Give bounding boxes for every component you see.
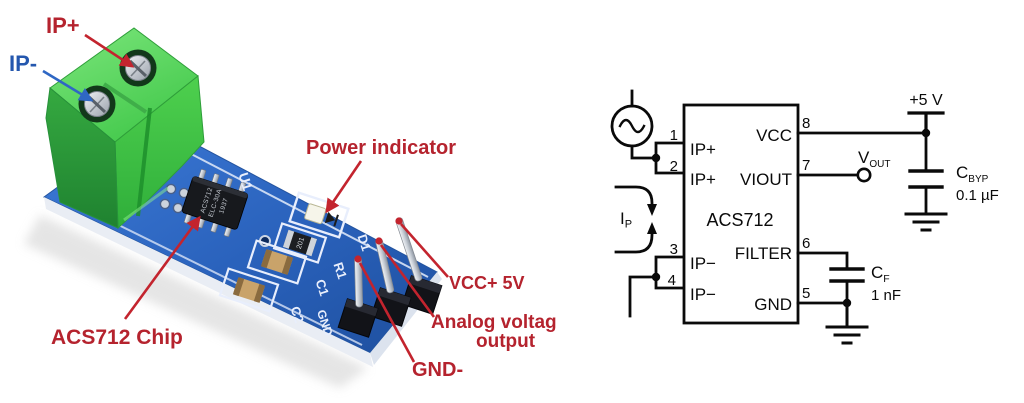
cbyp-value: 0.1 µF	[956, 187, 999, 204]
schematic-chip-name: ACS712	[706, 210, 773, 230]
ip-current-arrows	[614, 185, 657, 254]
dot-vcc-pin	[395, 217, 403, 225]
terminal-top-groove	[102, 82, 148, 114]
label-analog-output-1: Analog voltag	[431, 312, 557, 333]
capacitor-c1	[246, 239, 308, 285]
pin-label-ip-minus-3: IP−	[690, 254, 716, 273]
silkscreen-d1: D1	[355, 232, 374, 252]
ip-current-label: IP	[620, 209, 632, 231]
supply-rail	[907, 111, 945, 135]
label-ip-minus: IP-	[9, 51, 37, 76]
capacitor-cf-symbol	[829, 267, 865, 305]
pin-label-gnd: GND	[754, 295, 792, 314]
pin-label-ip-plus-1: IP+	[690, 140, 716, 159]
wire-pins-3-4	[654, 255, 686, 290]
cf-value: 1 nF	[871, 287, 901, 304]
pin-label-ip-minus-4: IP−	[690, 285, 716, 304]
silkscreen-r1: R1	[331, 260, 350, 280]
screw-ip-minus	[78, 85, 116, 123]
wire-return	[628, 275, 658, 318]
resistor-code: 201	[296, 237, 306, 250]
pin-header	[337, 217, 443, 338]
line-gnd	[358, 262, 416, 363]
silkscreen-u1: U1	[235, 170, 256, 192]
pcb-edge-bottom	[44, 197, 373, 367]
label-gnd: GND-	[412, 359, 463, 381]
silkscreen-c1: C1	[313, 277, 332, 297]
pin-label-viout: VIOUT	[740, 170, 792, 189]
pin-number-8: 8	[802, 115, 810, 132]
pin-number-6: 6	[802, 235, 810, 252]
module-photo-panel: ACS712 ELC-30A 1937 U1 201	[9, 13, 557, 388]
wire-filter	[796, 251, 849, 271]
cf-label: CF	[871, 263, 890, 285]
vout-label: VOUT	[858, 148, 890, 170]
supply-label: +5 V	[909, 92, 943, 109]
pin-number-5: 5	[802, 285, 810, 302]
line-analog-output	[379, 244, 436, 318]
board-shadow	[24, 215, 368, 388]
screw-ip-plus	[119, 49, 157, 87]
power-led	[288, 191, 350, 239]
terminal-front-highlight	[123, 186, 169, 222]
pin-label-vcc: VCC	[756, 126, 792, 145]
ground-symbol	[825, 301, 869, 345]
arrow-acs712-chip	[123, 215, 201, 320]
arrow-ip-minus	[42, 69, 94, 102]
pin-label-filter: FILTER	[735, 244, 792, 263]
capacitor-cbyp-symbol	[904, 131, 948, 232]
dot-gnd-pin	[354, 255, 362, 263]
label-vcc-5v: VCC+ 5V	[449, 273, 525, 293]
chip-marking-3: 1937	[218, 197, 230, 214]
pin-number-1: 1	[670, 127, 678, 144]
cbyp-label: CBYP	[956, 163, 989, 185]
arrow-ip-plus	[84, 33, 135, 68]
label-acs712-chip: ACS712 Chip	[51, 326, 183, 349]
label-ip-plus: IP+	[46, 13, 80, 38]
arrow-power-indicator	[325, 160, 363, 214]
pin-number-4: 4	[668, 272, 676, 289]
application-schematic-panel: IP ACS712 1 2 3 4 IP+ IP+ IP− IP− 8 7 6 …	[610, 89, 999, 345]
silkscreen-c2: C2	[288, 304, 307, 324]
ac-source-symbol	[610, 89, 656, 160]
label-analog-output-2: output	[476, 331, 536, 352]
vout-terminal	[856, 167, 872, 183]
pin-number-2: 2	[670, 158, 678, 175]
label-power-indicator: Power indicator	[306, 137, 456, 159]
photo-annotations: IP+ IP- Power indicator ACS712 Chip VCC+…	[9, 13, 557, 381]
resistor-r1: 201	[272, 222, 328, 264]
terminal-block-left-face	[45, 87, 119, 229]
pin-number-7: 7	[802, 157, 810, 174]
terminal-slit	[136, 107, 152, 217]
dot-out-pin	[375, 237, 383, 245]
schematic-chip-body	[682, 103, 800, 325]
junction-pins-1-2	[651, 153, 661, 163]
line-vcc-5v	[400, 223, 449, 278]
capacitor-c2	[218, 267, 280, 313]
pin-number-3: 3	[670, 241, 678, 258]
pin-label-ip-plus-2: IP+	[690, 170, 716, 189]
